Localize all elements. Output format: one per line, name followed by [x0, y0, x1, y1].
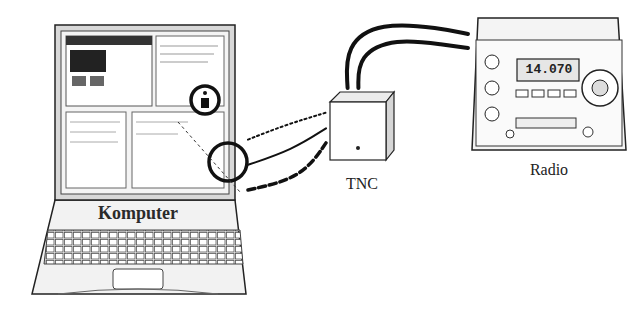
radio-display-frequency: 14.070 [468, 61, 630, 79]
device-label: TNC [326, 174, 398, 194]
laptop-computer-outline [28, 22, 248, 302]
device-label: Komputer [28, 202, 248, 224]
tnc-box: TNC [326, 88, 398, 200]
laptop-computer: Komputer [28, 22, 248, 302]
radio-transceiver: 14.070Radio [468, 14, 630, 186]
device-label: Radio [468, 160, 630, 180]
cable [347, 25, 468, 88]
cable [248, 143, 326, 190]
radio-transceiver-outline [468, 14, 630, 186]
cable [358, 41, 468, 88]
